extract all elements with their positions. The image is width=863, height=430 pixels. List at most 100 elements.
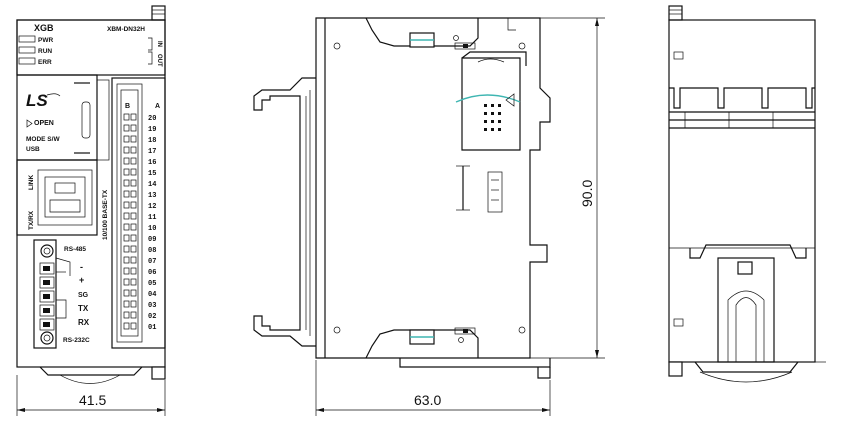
side-pin bbox=[498, 128, 501, 131]
connector-pin bbox=[130, 157, 137, 165]
pin-number-label: 10 bbox=[148, 225, 156, 233]
ethernet-label: 10/100 BASE-TX bbox=[102, 189, 109, 240]
connector-pin bbox=[130, 212, 137, 220]
side-pin bbox=[498, 104, 501, 107]
connector-pin bbox=[130, 179, 137, 187]
connector-pin bbox=[130, 278, 137, 286]
dim-height: 90.0 bbox=[579, 180, 595, 207]
mode-switch-label: MODE S/W bbox=[26, 136, 60, 143]
pin-number-label: 02 bbox=[148, 313, 156, 321]
pin-number-label: 08 bbox=[148, 247, 156, 255]
connector-pin bbox=[123, 300, 130, 308]
side-pin bbox=[484, 128, 487, 131]
connector-pin bbox=[123, 135, 130, 143]
connector-pin bbox=[130, 256, 137, 264]
connector-pin bbox=[123, 113, 130, 121]
height-dimension: 90.0 bbox=[530, 17, 605, 359]
connector-pin bbox=[130, 267, 137, 275]
connector-pin bbox=[130, 146, 137, 154]
side-pin bbox=[498, 120, 501, 123]
connector-pin bbox=[123, 212, 130, 220]
side-pin bbox=[484, 112, 487, 115]
pin-number-label: 14 bbox=[148, 181, 156, 189]
side-view bbox=[253, 17, 551, 379]
pin-number-label: 16 bbox=[148, 159, 156, 167]
terminal-screws bbox=[39, 262, 55, 331]
side-connector-pins bbox=[484, 104, 501, 131]
connector-pin bbox=[123, 168, 130, 176]
connector-pin bbox=[130, 311, 137, 319]
pin-number-label: 19 bbox=[148, 126, 156, 134]
connector-pin bbox=[123, 190, 130, 198]
ls-logo: LS bbox=[26, 91, 48, 110]
open-label: OPEN bbox=[34, 120, 54, 127]
side-pin bbox=[484, 120, 487, 123]
model-name-label: XBM-DN32H bbox=[107, 26, 145, 33]
rs232c-label: RS-232C bbox=[63, 337, 90, 344]
led-label-err: ERR bbox=[38, 59, 52, 66]
connector-pin bbox=[130, 190, 137, 198]
connector-pin bbox=[123, 278, 130, 286]
connector-pins bbox=[123, 113, 137, 330]
pin-number-label: 01 bbox=[148, 324, 156, 332]
connector-pin bbox=[130, 168, 137, 176]
side-width-dimension: 63.0 bbox=[315, 360, 551, 416]
connector-pin bbox=[130, 113, 137, 121]
pin-number-label: 13 bbox=[148, 192, 156, 200]
pin-number-label: 03 bbox=[148, 302, 156, 310]
side-pin bbox=[498, 112, 501, 115]
connector-pin bbox=[123, 124, 130, 132]
terminal-label-plus: + bbox=[79, 275, 84, 285]
connector-pin bbox=[123, 322, 130, 330]
connector-pin bbox=[123, 201, 130, 209]
terminal-label-rx: RX bbox=[78, 318, 90, 327]
dim-side-width: 63.0 bbox=[414, 392, 441, 408]
connector-pin bbox=[130, 245, 137, 253]
io-label-in: IN bbox=[156, 41, 162, 47]
front-view: XGB XBM-DN32H PWR RUN ERR IN OUT LS OPEN… bbox=[16, 5, 166, 384]
connector-pin bbox=[123, 146, 130, 154]
usb-label: USB bbox=[26, 146, 40, 153]
connector-pin bbox=[130, 223, 137, 231]
connector-pin bbox=[130, 300, 137, 308]
pin-number-label: 11 bbox=[148, 214, 156, 222]
connector-b-label: B bbox=[125, 103, 130, 110]
side-pin bbox=[491, 104, 494, 107]
pin-number-label: 17 bbox=[148, 148, 156, 156]
pin-number-label: 12 bbox=[148, 203, 156, 211]
side-pin bbox=[491, 112, 494, 115]
rs485-label: RS-485 bbox=[64, 246, 86, 253]
connector-pin bbox=[123, 289, 130, 297]
connector-pin bbox=[130, 124, 137, 132]
terminal-label-sg: SG bbox=[78, 292, 89, 299]
dim-front-width: 41.5 bbox=[79, 392, 106, 408]
connector-pin bbox=[123, 267, 130, 275]
side-pin bbox=[491, 120, 494, 123]
io-label-out: OUT bbox=[156, 54, 162, 67]
pin-number-label: 20 bbox=[148, 115, 156, 123]
pin-number-label: 04 bbox=[148, 291, 156, 299]
connector-pin bbox=[123, 157, 130, 165]
connector-pin bbox=[130, 135, 137, 143]
terminal-label-minus: - bbox=[80, 262, 83, 272]
pin-number-label: 06 bbox=[148, 269, 156, 277]
connector-pin bbox=[130, 201, 137, 209]
link-label: LINK bbox=[28, 175, 35, 190]
pin-number-label: 15 bbox=[148, 170, 156, 178]
pin-number-label: 07 bbox=[148, 258, 156, 266]
connector-pin bbox=[130, 322, 137, 330]
led-label-pwr: PWR bbox=[38, 37, 53, 44]
side-pin bbox=[491, 128, 494, 131]
pin-number-label: 09 bbox=[148, 236, 156, 244]
connector-pin bbox=[130, 289, 137, 297]
led-label-run: RUN bbox=[38, 48, 52, 55]
connector-pin bbox=[123, 179, 130, 187]
txrx-label: TX/RX bbox=[28, 210, 35, 230]
front-width-dimension: 41.5 bbox=[16, 375, 166, 416]
connector-pin bbox=[123, 223, 130, 231]
connector-a-label: A bbox=[155, 103, 160, 110]
back-view bbox=[668, 5, 826, 383]
terminal-label-tx: TX bbox=[78, 304, 89, 313]
connector-pin bbox=[123, 234, 130, 242]
